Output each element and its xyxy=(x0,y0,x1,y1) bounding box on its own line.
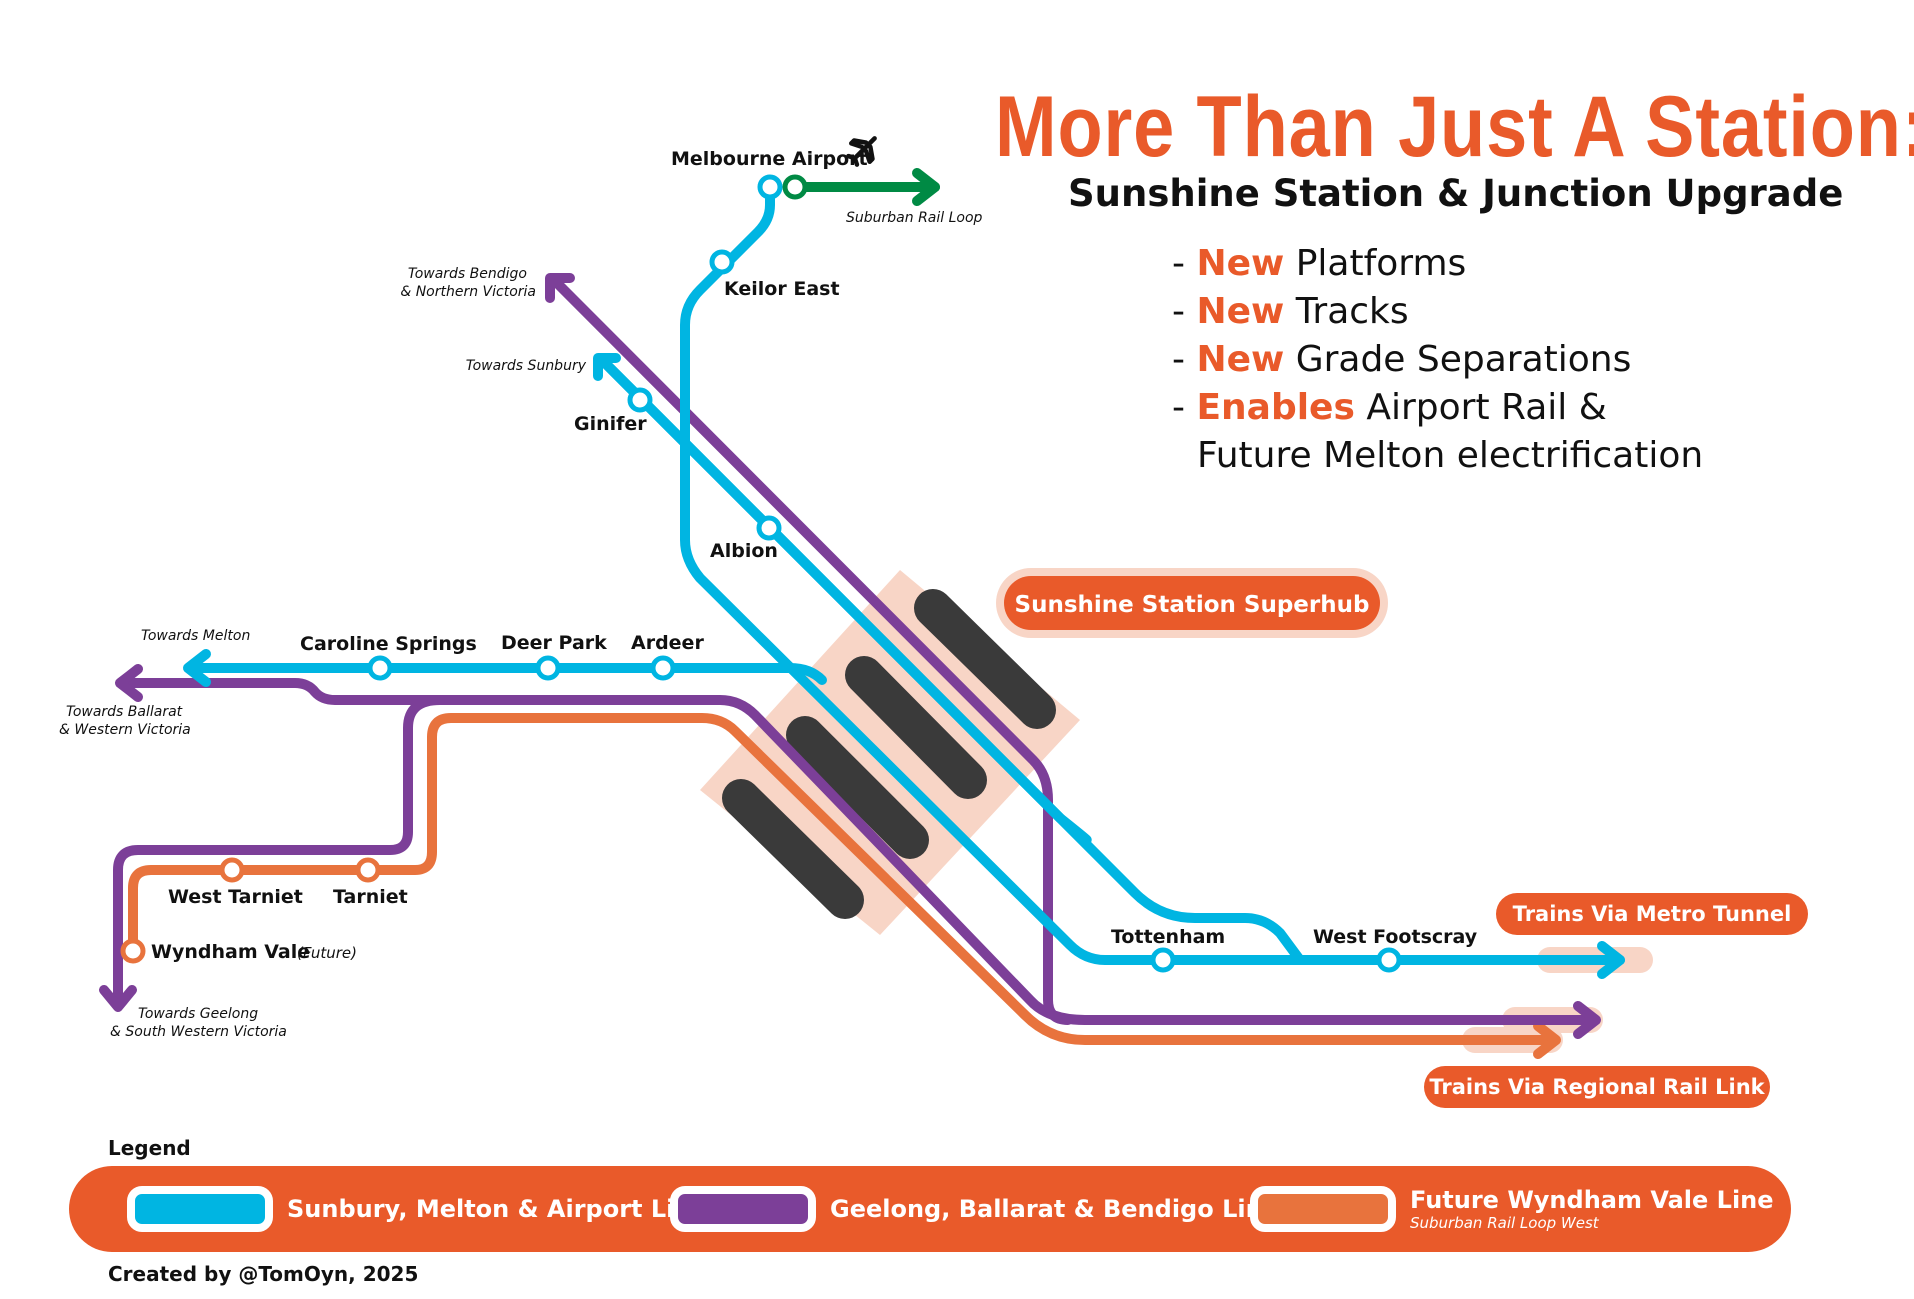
label-towards-sunbury: Towards Sunbury xyxy=(466,358,587,374)
label-towards-bendigo: Towards Bendigo xyxy=(408,266,527,282)
legend-swatch-orange xyxy=(1250,1186,1396,1232)
feature-item: - Enables Airport Rail & xyxy=(1172,387,1607,428)
legend-item-geelong: Geelong, Ballarat & Bendigo Lines xyxy=(670,1166,1293,1252)
page-title: More Than Just A Station: xyxy=(995,79,1914,175)
feature-item: - New Platforms xyxy=(1172,243,1467,284)
feature-text: Platforms xyxy=(1284,243,1467,284)
arrow-melton xyxy=(183,649,211,687)
station-tarniet[interactable] xyxy=(355,857,381,883)
station-tottenham[interactable] xyxy=(1150,947,1176,973)
station-ginifer[interactable] xyxy=(627,387,653,413)
label-suburban-rail-loop: Suburban Rail Loop xyxy=(846,210,983,226)
station-melbourne-airport[interactable] xyxy=(757,174,783,200)
platform-1 xyxy=(914,589,1056,729)
line-ballarat-west xyxy=(117,678,445,705)
legend-label: Geelong, Ballarat & Bendigo Lines xyxy=(830,1195,1294,1223)
feature-highlight: Enables xyxy=(1196,387,1355,428)
legend-title: Legend xyxy=(108,1136,191,1160)
station-caroline-springs[interactable] xyxy=(367,655,393,681)
feature-item: - New Grade Separations xyxy=(1172,339,1632,380)
arrow-srl xyxy=(912,168,940,206)
label-wyndham-vale-note: (Future) xyxy=(297,944,357,962)
legend-sublabel: Suburban Rail Loop West xyxy=(1410,1214,1599,1232)
label-towards-melton: Towards Melton xyxy=(141,628,250,644)
feature-continuation: Future Melton electrification xyxy=(1197,435,1704,476)
station-albion[interactable] xyxy=(756,515,782,541)
legend-label-group: Future Wyndham Vale Line Suburban Rail L… xyxy=(1410,1186,1774,1232)
feature-item: - New Tracks xyxy=(1172,291,1409,332)
label-tottenham: Tottenham xyxy=(1111,926,1225,948)
feature-highlight: New xyxy=(1196,291,1285,332)
feature-text: Grade Separations xyxy=(1284,339,1632,380)
platform-2 xyxy=(845,656,987,799)
callout-rrl: Trains Via Regional Rail Link xyxy=(1424,1066,1770,1108)
platform-4 xyxy=(722,779,864,919)
superhub-area xyxy=(700,570,1080,935)
legend-label: Future Wyndham Vale Line xyxy=(1410,1186,1774,1214)
airplane-icon xyxy=(846,136,877,167)
label-south-western-victoria: & South Western Victoria xyxy=(110,1024,287,1040)
legend-swatch-cyan xyxy=(127,1186,273,1232)
label-caroline-springs: Caroline Springs xyxy=(300,633,477,655)
label-west-footscray: West Footscray xyxy=(1313,926,1478,948)
feature-highlight: New xyxy=(1196,339,1285,380)
label-deer-park: Deer Park xyxy=(501,632,607,654)
station-ardeer[interactable] xyxy=(650,655,676,681)
label-ginifer: Ginifer xyxy=(574,413,647,435)
legend-label: Sunbury, Melton & Airport Lines xyxy=(287,1195,723,1223)
station-west-tarniet[interactable] xyxy=(219,857,245,883)
legend-swatch-purple xyxy=(670,1186,816,1232)
line-sunbury-main xyxy=(595,353,1305,965)
line-ballarat-geelong xyxy=(113,695,1600,1025)
feature-list: - New Platforms - New Tracks - New Grade… xyxy=(1172,240,1703,480)
arrow-orange-east xyxy=(1533,1021,1561,1059)
platform-3 xyxy=(786,716,929,859)
line-wyndham-vale xyxy=(128,713,1560,1045)
label-western-victoria: & Western Victoria xyxy=(59,722,191,738)
callout-superhub: Sunshine Station Superhub xyxy=(996,568,1388,638)
station-wyndham-vale[interactable] xyxy=(120,938,146,964)
label-tarniet: Tarniet xyxy=(333,886,408,908)
label-wyndham-vale: Wyndham Vale xyxy=(151,941,310,963)
arrow-bendigo xyxy=(545,273,575,303)
arrow-geelong xyxy=(99,985,137,1012)
label-ardeer: Ardeer xyxy=(631,632,704,654)
feature-text: Tracks xyxy=(1284,291,1409,332)
arrow-sunbury xyxy=(593,353,621,381)
arrow-cyan-east xyxy=(1597,941,1625,979)
arrow-ballarat xyxy=(115,664,143,702)
feature-highlight: New xyxy=(1196,243,1285,284)
station-west-footscray[interactable] xyxy=(1376,947,1402,973)
legend: Sunbury, Melton & Airport Lines Geelong,… xyxy=(69,1166,1791,1252)
label-northern-victoria: & Northern Victoria xyxy=(400,284,536,300)
legend-item-wyndham: Future Wyndham Vale Line Suburban Rail L… xyxy=(1250,1166,1774,1252)
label-towards-geelong: Towards Geelong xyxy=(138,1006,258,1022)
station-deer-park[interactable] xyxy=(535,655,561,681)
station-keilor-east[interactable] xyxy=(709,249,735,275)
label-melbourne-airport: Melbourne Airport xyxy=(671,148,868,170)
metro-tunnel-label: Trains Via Metro Tunnel xyxy=(1513,902,1792,926)
rrl-label: Trains Via Regional Rail Link xyxy=(1429,1075,1765,1099)
label-keilor-east: Keilor East xyxy=(724,278,840,300)
arrow-purple-east xyxy=(1573,1001,1601,1039)
credit: Created by @TomOyn, 2025 xyxy=(108,1262,419,1286)
legend-item-sunbury: Sunbury, Melton & Airport Lines xyxy=(127,1166,722,1252)
label-towards-ballarat: Towards Ballarat xyxy=(66,704,183,720)
line-airport xyxy=(680,182,1625,965)
label-west-tarniet: West Tarniet xyxy=(168,886,303,908)
station-airport-srl[interactable] xyxy=(782,174,808,200)
line-melton xyxy=(185,663,827,685)
superhub-label: Sunshine Station Superhub xyxy=(1015,592,1370,618)
label-albion: Albion xyxy=(710,540,778,562)
callout-metro-tunnel: Trains Via Metro Tunnel xyxy=(1496,893,1808,935)
page-subtitle: Sunshine Station & Junction Upgrade xyxy=(1068,172,1844,215)
feature-text: Airport Rail & xyxy=(1354,387,1607,428)
arrow-halos xyxy=(1462,947,1653,1053)
